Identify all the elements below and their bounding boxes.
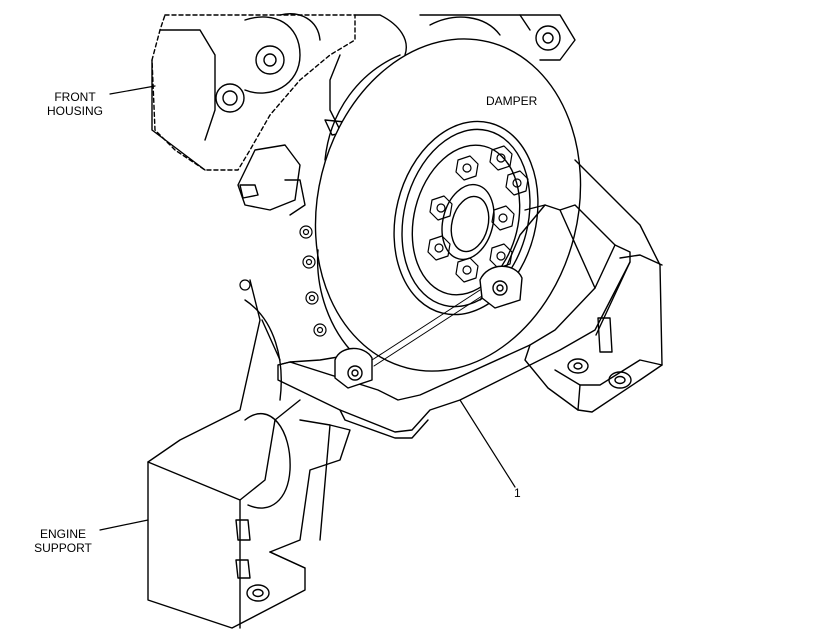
callout-1-label: 1 bbox=[514, 486, 521, 500]
front-housing-leader bbox=[109, 85, 156, 95]
damper-label: DAMPER bbox=[486, 94, 538, 108]
leader-lines bbox=[99, 85, 516, 531]
housing-bolts bbox=[239, 225, 327, 337]
engine-support-label-line-2: SUPPORT bbox=[34, 541, 92, 555]
front-housing-drawing bbox=[151, 13, 576, 216]
front-housing-label-line-1: FRONT bbox=[54, 90, 96, 104]
engine-support-leader bbox=[99, 519, 149, 531]
engine-support-label-line-1: ENGINE bbox=[39, 527, 86, 541]
right-support-drawing bbox=[524, 159, 663, 413]
engine-support-label: ENGINE SUPPORT bbox=[28, 527, 98, 555]
callout-1-leader bbox=[459, 399, 516, 488]
front-housing-label: FRONT HOUSING bbox=[40, 90, 110, 118]
front-housing-label-line-2: HOUSING bbox=[46, 104, 103, 118]
engine-support-drawing bbox=[147, 279, 351, 629]
